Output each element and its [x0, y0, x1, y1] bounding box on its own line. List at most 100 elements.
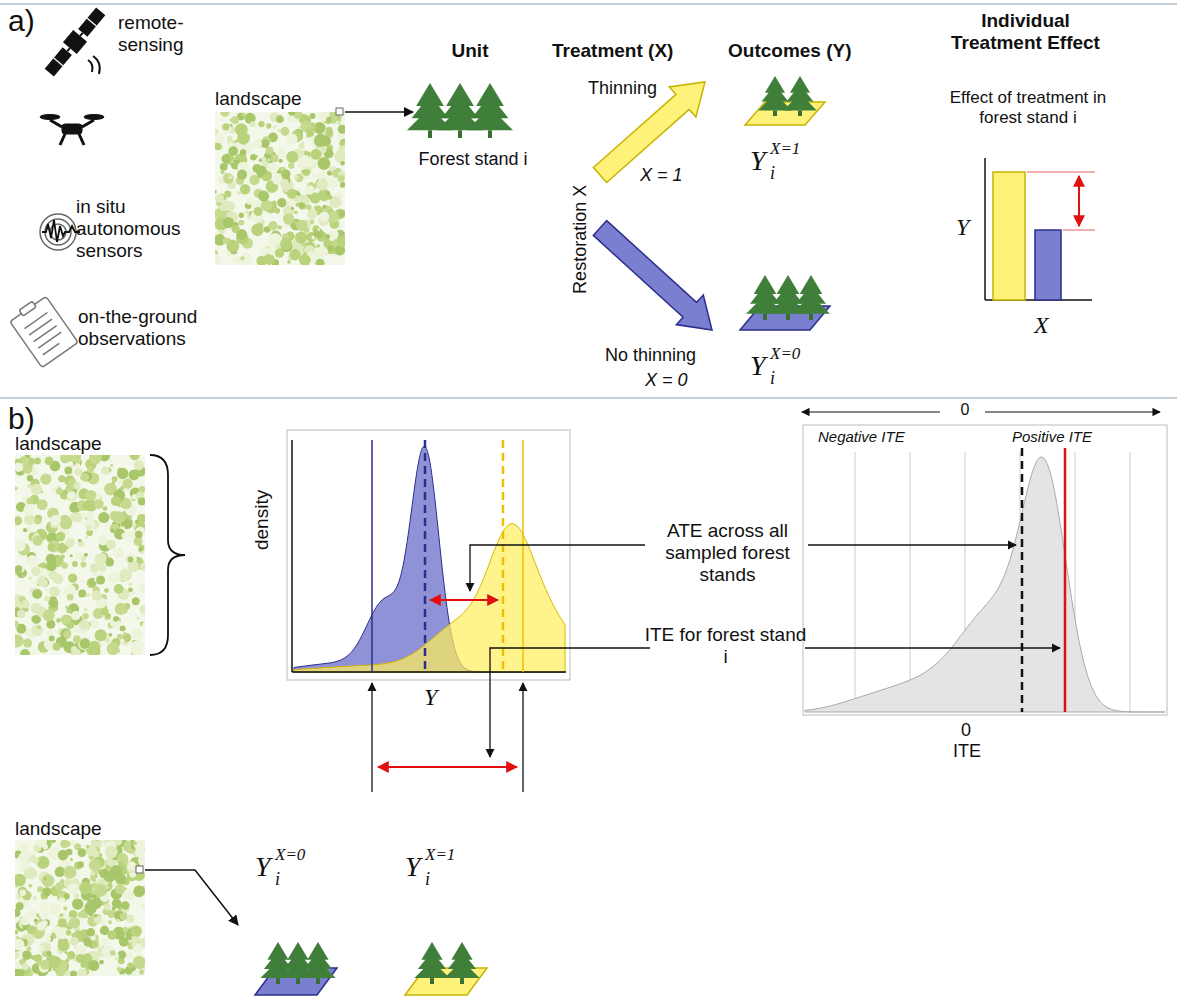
landscape-image-part	[268, 221, 277, 230]
landscape-image-part	[140, 563, 145, 571]
landscape-image-part	[326, 191, 331, 196]
landscape-image-part	[68, 492, 75, 499]
landscape-image-part	[323, 205, 327, 209]
landscape-image-part	[131, 926, 142, 937]
landscape-image-part	[227, 240, 240, 253]
landscape-image-part	[27, 946, 32, 951]
landscape-image-part	[64, 893, 70, 899]
landscape-image-part	[106, 540, 116, 550]
landscape-image-part	[15, 936, 17, 939]
landscape-image-part	[306, 204, 312, 210]
drone-icon-part	[82, 120, 94, 127]
outcome-patch: YiX=0	[735, 268, 835, 390]
landscape-image-part	[138, 548, 142, 552]
landscape-image-part	[317, 228, 320, 231]
landscape-image-part	[338, 145, 345, 157]
landscape-image-part	[126, 915, 134, 923]
landscape-image-part	[108, 920, 112, 924]
landscape-image-part	[56, 618, 61, 623]
connector-arrow	[345, 111, 413, 113]
landscape-image-part	[55, 882, 64, 891]
clipboard-icon-part	[19, 301, 36, 316]
landscape-image-part	[93, 572, 98, 577]
ite-bar-chart-part	[1027, 172, 1095, 173]
panel-heading: landscape	[15, 818, 102, 840]
landscape-image-part	[93, 851, 99, 857]
clipboard-icon-part	[34, 326, 57, 342]
landscape-image-part	[26, 555, 38, 567]
landscape-image-part	[98, 512, 109, 523]
tree-icons-part-part	[460, 978, 464, 984]
satellite-icon-part	[45, 47, 72, 76]
outcome-patch: YiX=1	[390, 845, 490, 995]
landscape-image-part	[104, 871, 116, 883]
tree-icons-part-part	[428, 130, 432, 138]
landscape-image-part	[25, 549, 29, 553]
landscape-image-part	[315, 134, 327, 146]
landscape-image-part	[220, 163, 228, 171]
landscape-image-part	[72, 561, 78, 567]
landscape-image-part	[128, 561, 139, 572]
landscape-image-part	[52, 926, 64, 938]
landscape-image-part	[87, 466, 94, 473]
landscape-image-part	[301, 141, 304, 144]
landscape-image-part	[286, 201, 289, 204]
landscape-image-part	[48, 848, 58, 858]
landscape-image-part	[105, 524, 108, 527]
landscape-image-part	[15, 620, 19, 627]
tree-icons-part-part	[414, 960, 449, 978]
landscape-image-part	[32, 589, 42, 599]
landscape-image-part	[89, 859, 101, 871]
tree-icons-part-part	[773, 110, 777, 116]
landscape-image-part	[113, 548, 124, 559]
landscape-image-part	[222, 202, 228, 208]
drone-icon-part	[50, 120, 62, 127]
landscape-image-part	[15, 909, 21, 917]
landscape-image-part	[73, 635, 81, 643]
landscape-image-part	[78, 539, 82, 543]
landscape-image-part	[103, 506, 108, 511]
landscape-image-part	[96, 840, 99, 842]
landscape-image-part	[89, 455, 102, 464]
landscape-image-part	[107, 930, 116, 939]
landscape-image-part	[294, 211, 297, 214]
landscape-image-part	[277, 149, 286, 158]
landscape-image-part	[240, 149, 246, 155]
connector-arrow	[145, 870, 238, 925]
landscape-image-part	[49, 636, 55, 642]
landscape-image-part	[120, 625, 126, 631]
landscape-image-part	[118, 861, 124, 867]
landscape-image-part	[28, 458, 35, 465]
landscape-image-part	[239, 213, 244, 218]
annotation-text: remote- sensing	[118, 12, 208, 56]
landscape-image-part	[15, 874, 26, 887]
landscape-image-part	[279, 159, 283, 163]
landscape-image-part	[221, 154, 230, 163]
landscape-image-part	[34, 518, 41, 525]
annotation-text: on-the-ground observations	[78, 306, 228, 350]
landscape-image-part	[23, 504, 34, 515]
landscape-image-part	[313, 228, 323, 238]
landscape-image-part	[56, 488, 63, 495]
landscape-image-part	[128, 531, 135, 538]
density-chart-part	[430, 599, 498, 601]
landscape-image-part	[63, 866, 76, 879]
clipboard-icon	[8, 293, 78, 367]
ite-density-chart-part	[802, 411, 940, 412]
landscape-image-part	[15, 516, 22, 525]
ite-density-chart-part	[1064, 448, 1067, 712]
satellite-icon-part	[80, 33, 83, 36]
landscape-image-part	[220, 170, 224, 174]
landscape-image-part	[318, 189, 330, 201]
landscape-image-part	[15, 539, 26, 551]
landscape-image-part	[33, 896, 37, 900]
landscape-image-part	[49, 586, 60, 597]
landscape-image-part	[90, 563, 100, 573]
landscape-image-part	[110, 464, 113, 467]
outcome-variable: Y	[255, 851, 271, 883]
landscape-image-part	[86, 511, 94, 519]
tree-icons-part-part	[300, 960, 335, 978]
ite-bar-chart-part	[993, 172, 1025, 300]
landscape-image-part	[142, 623, 145, 626]
treatment-superscript: X=0	[770, 344, 800, 364]
